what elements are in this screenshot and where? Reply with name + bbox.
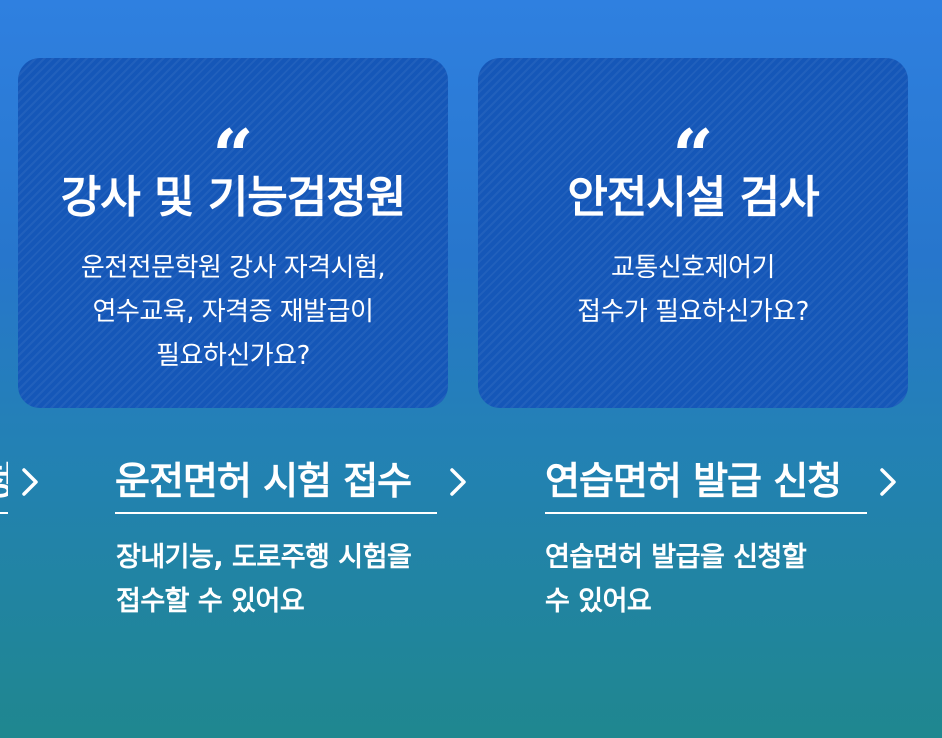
learner-license-issuance-link[interactable]: 연습면허 발급 신청 (545, 452, 867, 514)
card-description: 교통신호제어기 접수가 필요하신가요? (498, 246, 888, 334)
card-description-line: 접수가 필요하신가요? (577, 297, 809, 327)
card-description-line: 필요하신가요? (156, 341, 310, 371)
card-title: 안전시설 검사 (567, 172, 819, 223)
chevron-right-icon[interactable] (12, 464, 48, 500)
chevron-right-icon[interactable] (870, 464, 906, 500)
card-description-line: 연수교육, 자격증 재발급이 (92, 297, 374, 327)
service-link-label: 청 (0, 459, 8, 503)
service-link-partial[interactable]: 청 (0, 452, 8, 514)
service-link-label: 운전면허 시험 접수 (115, 459, 412, 503)
instructor-examiner-card[interactable]: “ 강사 및 기능검정원 운전전문학원 강사 자격시험, 연수교육, 자격증 재… (18, 58, 448, 408)
service-link-label: 연습면허 발급 신청 (545, 459, 842, 503)
chevron-right-icon[interactable] (440, 464, 476, 500)
service-description: 연습면허 발급을 신청할 수 있어요 (545, 536, 865, 624)
service-description: 장내기능, 도로주행 시험을 접수할 수 있어요 (116, 536, 476, 624)
service-description-line: 접수할 수 있어요 (116, 586, 305, 617)
service-description-line: 수 있어요 (545, 586, 652, 617)
card-description-line: 운전전문학원 강사 자격시험, (80, 253, 386, 283)
card-description: 운전전문학원 강사 자격시험, 연수교육, 자격증 재발급이 필요하신가요? (38, 246, 428, 378)
driving-test-application-link[interactable]: 운전면허 시험 접수 (115, 452, 437, 514)
service-description-line: 연습면허 발급을 신청할 (545, 542, 807, 573)
safety-facility-inspection-card[interactable]: “ 안전시설 검사 교통신호제어기 접수가 필요하신가요? (478, 58, 908, 408)
quote-icon: “ (18, 118, 448, 161)
service-description-line: 장내기능, 도로주행 시험을 (116, 542, 412, 573)
card-description-line: 교통신호제어기 (611, 253, 775, 283)
card-title: 강사 및 기능검정원 (60, 172, 406, 223)
quote-icon: “ (478, 118, 908, 161)
